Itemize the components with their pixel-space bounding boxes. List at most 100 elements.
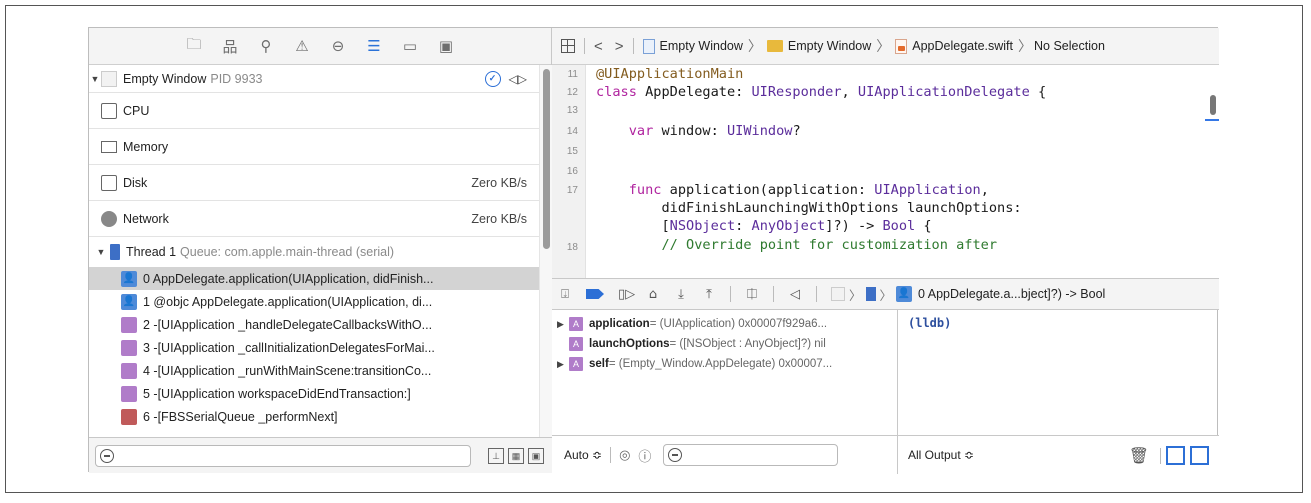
warning-icon[interactable]: ⚠ bbox=[295, 37, 309, 55]
stack-frame-row[interactable]: 3 -[UIApplication _callInitializationDel… bbox=[89, 336, 539, 359]
variables-filter-field[interactable] bbox=[663, 444, 839, 466]
jumpbar-group-label: Empty Window bbox=[787, 39, 872, 53]
step-over-icon[interactable]: ⌂ bbox=[648, 286, 658, 302]
debug-breadcrumb[interactable]: 〉 〉 👤 0 AppDelegate.a...bject]?) -> Bool bbox=[831, 285, 1105, 304]
gauge-row-disk[interactable]: Disk Zero KB/s bbox=[89, 165, 539, 201]
hide-frames-icon[interactable]: ⊥ bbox=[488, 448, 504, 464]
jumpbar-selection[interactable]: No Selection bbox=[1034, 39, 1105, 53]
hide-debug-area-icon[interactable]: ⍗ bbox=[561, 286, 569, 302]
chevron-right-icon: 〉 bbox=[1018, 38, 1033, 54]
stack-frame-label: 3 -[UIApplication _callInitializationDel… bbox=[143, 340, 435, 355]
jumpbar-group[interactable]: Empty Window bbox=[766, 39, 872, 53]
folder-icon bbox=[766, 40, 783, 52]
breakpoint-icon[interactable]: ▭ bbox=[402, 37, 418, 55]
disclosure-triangle-icon[interactable]: ▶ bbox=[557, 358, 564, 369]
line-number: 16 bbox=[566, 166, 578, 177]
jumpbar-file-label: AppDelegate.swift bbox=[912, 39, 1014, 53]
thread-icon bbox=[865, 287, 876, 301]
thread-row[interactable]: ▼ Thread 1 Queue: com.apple.main-thread … bbox=[89, 237, 539, 267]
disclosure-triangle-icon[interactable]: ▼ bbox=[90, 73, 100, 84]
stack-frame-row[interactable]: 6 -[FBSSerialQueue _performNext] bbox=[89, 405, 539, 428]
memory-icon bbox=[101, 140, 117, 153]
show-console-panel-icon[interactable] bbox=[1190, 446, 1209, 465]
disclosure-triangle-icon[interactable]: ▶ bbox=[557, 318, 564, 329]
debug-bar: ⍗ ▯▷ ⌂ ⤓ ⤒ ⎅ ◁ 〉 〉 👤 0 AppDelegate.a...b… bbox=[552, 278, 1219, 310]
breakpoints-toggle-icon[interactable] bbox=[586, 289, 604, 299]
variable-row[interactable]: ▶ A application = (UIApplication) 0x0000… bbox=[552, 314, 897, 334]
console-controls: All Output ≎ bbox=[908, 436, 974, 474]
editor-scrollbar[interactable] bbox=[1205, 65, 1219, 278]
gauge-icon[interactable]: ✓ bbox=[484, 70, 501, 87]
view-hierarchy-icon[interactable]: ⎅ bbox=[746, 286, 758, 302]
navigator-filter-bar: ⊥ ▦ ▣ bbox=[89, 437, 552, 473]
code-line: 15 bbox=[552, 143, 1219, 161]
step-icon[interactable]: ◁▷ bbox=[508, 71, 527, 86]
stack-frame-row[interactable]: 👤 0 AppDelegate.application(UIApplicatio… bbox=[89, 267, 539, 290]
scroll-thumb[interactable] bbox=[1210, 95, 1216, 115]
test-icon[interactable]: ⊖ bbox=[331, 37, 345, 55]
forward-arrow-icon[interactable]: > bbox=[614, 37, 624, 55]
search-icon[interactable]: ⚲ bbox=[260, 37, 272, 55]
gauge-name: Memory bbox=[123, 139, 169, 154]
navigator-filter-options: ⊥ ▦ ▣ bbox=[488, 448, 544, 464]
code-line: 16 bbox=[552, 163, 1219, 181]
stack-frame-label: 1 @objc AppDelegate.application(UIApplic… bbox=[143, 294, 433, 309]
user-frame-icon: 👤 bbox=[121, 270, 137, 287]
process-row[interactable]: ▼ Empty Window PID 9933 ✓ ◁▷ bbox=[89, 65, 539, 93]
stack-frame-row[interactable]: 👤 1 @objc AppDelegate.application(UIAppl… bbox=[89, 290, 539, 313]
show-variables-panel-icon[interactable] bbox=[1166, 446, 1185, 465]
gauge-row-cpu[interactable]: CPU bbox=[89, 93, 539, 129]
chevron-right-icon: 〉 bbox=[879, 288, 893, 303]
chevron-right-icon: 〉 bbox=[876, 38, 891, 54]
info-icon[interactable]: ⓘ bbox=[638, 449, 652, 465]
debug-navigator-icon[interactable]: ☰ bbox=[367, 37, 381, 55]
hierarchy-icon[interactable]: 品 bbox=[222, 37, 238, 56]
stack-frame-row[interactable]: 2 -[UIApplication _handleDelegateCallbac… bbox=[89, 313, 539, 336]
navigator-filter-field[interactable] bbox=[95, 445, 471, 467]
step-out-icon[interactable]: ⤒ bbox=[706, 286, 712, 302]
report-icon[interactable]: ▣ bbox=[438, 37, 454, 55]
navigator-scrollbar[interactable] bbox=[539, 65, 552, 437]
quick-look-icon[interactable]: ◎ bbox=[619, 447, 631, 463]
jumpbar-project[interactable]: Empty Window bbox=[642, 38, 743, 54]
stack-frame-row[interactable]: 5 -[UIApplication workspaceDidEndTransac… bbox=[89, 382, 539, 405]
variable-row[interactable]: A launchOptions = ([NSObject : AnyObject… bbox=[552, 334, 897, 354]
scope-select[interactable]: Auto ≎ bbox=[564, 448, 603, 462]
debug-area-bottom-bar: Auto ≎ ◎ ⓘ All Output ≎ 🗑 bbox=[552, 435, 1219, 474]
step-into-icon[interactable]: ⤓ bbox=[678, 286, 684, 302]
divider bbox=[730, 286, 731, 302]
console-view[interactable]: (lldb) bbox=[897, 310, 1219, 435]
location-icon[interactable]: ◁ bbox=[790, 286, 800, 302]
stack-frame-row[interactable]: 4 -[UIApplication _runWithMainScene:tran… bbox=[89, 359, 539, 382]
source-editor[interactable]: 11 @UIApplicationMain 12 class AppDelega… bbox=[552, 65, 1219, 278]
line-number: 15 bbox=[566, 146, 578, 157]
gauge-name: CPU bbox=[123, 103, 150, 118]
process-controls: ✓ ◁▷ bbox=[484, 70, 527, 87]
user-frame-icon: 👤 bbox=[896, 286, 913, 302]
code-line: 12 class AppDelegate: UIResponder, UIApp… bbox=[552, 84, 1219, 102]
variable-value: = ([NSObject : AnyObject]?) nil bbox=[669, 338, 826, 350]
line-number: 12 bbox=[566, 87, 578, 98]
folder-icon[interactable]: 🗀 bbox=[186, 34, 202, 53]
system-frame-icon bbox=[121, 408, 137, 425]
gauge-row-network[interactable]: Network Zero KB/s bbox=[89, 201, 539, 237]
crashed-threads-icon[interactable]: ▦ bbox=[508, 448, 524, 464]
gauge-row-memory[interactable]: Memory bbox=[89, 129, 539, 165]
related-items-icon[interactable] bbox=[561, 39, 575, 53]
thread-filter-icon[interactable]: ▣ bbox=[528, 448, 544, 464]
output-select[interactable]: All Output ≎ bbox=[908, 448, 975, 462]
disk-icon bbox=[101, 174, 117, 191]
disclosure-triangle-icon[interactable]: ▼ bbox=[96, 247, 106, 257]
line-gutter[interactable] bbox=[552, 65, 586, 278]
variable-row[interactable]: ▶ A self = (Empty_Window.AppDelegate) 0x… bbox=[552, 354, 897, 374]
continue-icon[interactable]: ▯▷ bbox=[618, 286, 636, 302]
trash-icon[interactable]: 🗑 bbox=[1128, 446, 1149, 465]
jumpbar-file[interactable]: AppDelegate.swift bbox=[895, 38, 1014, 54]
app-icon bbox=[101, 70, 117, 87]
filter-icon bbox=[100, 449, 114, 463]
variable-type-icon: A bbox=[569, 317, 583, 331]
variable-value: = (Empty_Window.AppDelegate) 0x00007... bbox=[608, 358, 833, 370]
back-arrow-icon[interactable]: < bbox=[594, 37, 603, 55]
scroll-thumb[interactable] bbox=[543, 69, 550, 249]
line-number: 14 bbox=[566, 126, 578, 137]
